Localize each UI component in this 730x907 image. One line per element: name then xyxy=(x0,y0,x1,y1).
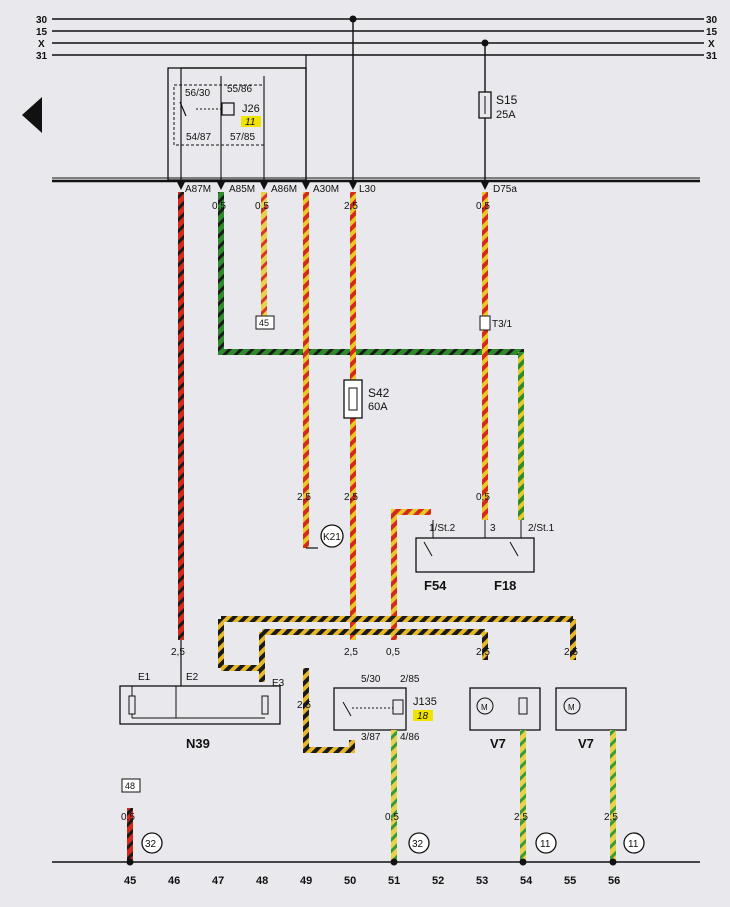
wire-size-45-low: 0,5 xyxy=(121,812,135,823)
wire-size-d75a: 0,5 xyxy=(476,201,490,212)
conn-a87m: A87M xyxy=(185,184,211,195)
fuse-s15-rating: 25A xyxy=(496,109,516,121)
col-num-51: 51 xyxy=(388,875,400,887)
j135-name: J135 xyxy=(413,696,437,708)
col-num-47: 47 xyxy=(212,875,224,887)
relay-j135: 5/30 2/85 3/87 4/86 J135 18 xyxy=(333,674,437,743)
switch-pin-st2: 1/St.2 xyxy=(429,523,456,534)
col-num-54: 54 xyxy=(520,875,533,887)
col-num-55: 55 xyxy=(564,875,576,887)
page-continue-arrow-icon xyxy=(22,97,42,133)
n39-pin-e1: E1 xyxy=(138,672,151,683)
k21-label: K21 xyxy=(323,532,341,543)
j26-pin-54-87: 54/87 xyxy=(186,132,211,143)
wire-size-51-low: 0,5 xyxy=(385,812,399,823)
wire-size-50-bot: 2,5 xyxy=(344,647,358,658)
wire-size-50-mid: 2,5 xyxy=(344,492,358,503)
switch-f18: F18 xyxy=(494,578,516,593)
rail-label-30-right: 30 xyxy=(706,15,718,26)
rail-label-15-left: 15 xyxy=(36,27,48,38)
rail-label-31-left: 31 xyxy=(36,51,48,62)
col-num-49: 49 xyxy=(300,875,312,887)
wire-size-55-bot: 2,5 xyxy=(564,647,578,658)
switch-f54: F54 xyxy=(424,578,447,593)
ground-ref-45: 45 xyxy=(259,318,269,328)
rail-label-30-left: 30 xyxy=(36,15,48,26)
wire-size-56-low: 2,5 xyxy=(604,812,618,823)
fan-v7-left: M V7 xyxy=(469,687,541,751)
j26-pin-56-30: 56/30 xyxy=(185,88,210,99)
switch-block: 1/St.2 3 2/St.1 F54 F18 xyxy=(415,523,555,593)
j135-pin-4-86: 4/86 xyxy=(400,732,420,743)
box-48: 48 xyxy=(125,781,135,791)
rail-label-x-right: X xyxy=(708,39,715,50)
ground-ref-11a: 11 xyxy=(540,839,551,850)
fuse-s42-name: S42 xyxy=(368,386,390,400)
switch-pin-3: 3 xyxy=(490,523,496,534)
wire-size-49-mid: 2,5 xyxy=(297,492,311,503)
ground-ref-32a: 32 xyxy=(145,839,157,850)
col-num-48: 48 xyxy=(256,875,268,887)
fan-v7-left-motor-icon: M xyxy=(481,703,488,712)
wire-size-a86m: 0,5 xyxy=(255,201,269,212)
fan-v7-left-name: V7 xyxy=(490,736,506,751)
conn-d75a: D75a xyxy=(493,184,517,195)
j135-pin-5-30: 5/30 xyxy=(361,674,381,685)
wire-size-a85m: 0,5 xyxy=(212,201,226,212)
j135-pin-2-85: 2/85 xyxy=(400,674,420,685)
j26-badge: 11 xyxy=(245,117,255,128)
fuse-s42-rating: 60A xyxy=(368,401,388,413)
n39-name: N39 xyxy=(186,736,210,751)
col-num-45: 45 xyxy=(124,875,136,887)
rail-label-x-left: X xyxy=(38,39,45,50)
col-num-53: 53 xyxy=(476,875,488,887)
fuse-s15: S15 25A xyxy=(478,43,518,180)
conn-a85m: A85M xyxy=(229,184,255,195)
rail-label-31-right: 31 xyxy=(706,51,718,62)
wire-size-d75a-mid: 0,5 xyxy=(476,492,490,503)
col-num-50: 50 xyxy=(344,875,356,887)
resistor-n39: E1 E2 E3 N39 xyxy=(119,672,285,751)
conn-a30m: A30M xyxy=(313,184,339,195)
relay-coil-icon xyxy=(221,102,235,116)
j135-pin-3-87: 3/87 xyxy=(361,732,381,743)
fan-v7-right-name: V7 xyxy=(578,736,594,751)
col-num-52: 52 xyxy=(432,875,444,887)
n39-pin-e2: E2 xyxy=(186,672,199,683)
wire-size-51-bot: 0,5 xyxy=(386,647,400,658)
n39-pin-e3: E3 xyxy=(272,678,285,689)
fuse-s15-name: S15 xyxy=(496,93,518,107)
ground-ref-11b: 11 xyxy=(628,839,639,850)
wire-size-54-low: 2,5 xyxy=(514,812,528,823)
j26-pin-57-85: 57/85 xyxy=(230,132,255,143)
rail-label-15-right: 15 xyxy=(706,27,718,38)
wire-size-53-bot: 2,5 xyxy=(476,647,490,658)
fan-v7-right-motor-icon: M xyxy=(568,703,575,712)
power-rails xyxy=(52,18,704,56)
j26-pin-55-86: 55/86 xyxy=(227,84,252,95)
conn-a86m: A86M xyxy=(271,184,297,195)
wire-size-e3: 2,5 xyxy=(297,700,311,711)
j26-name: J26 xyxy=(242,103,260,115)
j135-badge: 18 xyxy=(417,711,429,722)
wire-size-46-bot: 2,5 xyxy=(171,647,185,658)
switch-pin-st1: 2/St.1 xyxy=(528,523,555,534)
wire-size-l30: 2,5 xyxy=(344,201,358,212)
connector-t3-1: T3/1 xyxy=(492,319,512,330)
col-num-46: 46 xyxy=(168,875,180,887)
fuse-s42: S42 60A xyxy=(343,379,390,419)
col-num-56: 56 xyxy=(608,875,620,887)
fan-v7-right: M V7 xyxy=(555,687,627,751)
conn-l30: L30 xyxy=(359,184,376,195)
ground-ref-32b: 32 xyxy=(412,839,424,850)
relay-j26: 56/30 55/86 54/87 57/85 J26 11 xyxy=(167,55,307,181)
